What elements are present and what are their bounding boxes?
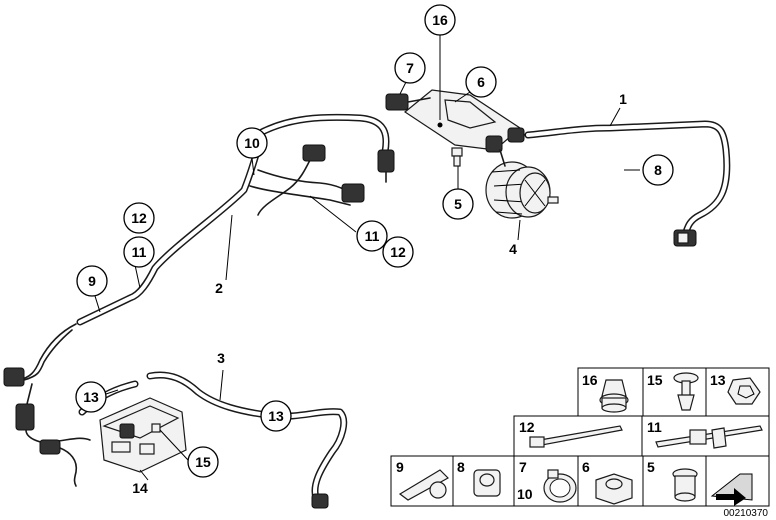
- callout-13-right: 13: [260, 400, 292, 432]
- table-label-5: 5: [647, 459, 655, 475]
- table-label-9: 9: [396, 459, 404, 475]
- callout-6: 6: [465, 66, 497, 98]
- part-labels: 1 2 3 4 14: [132, 91, 627, 496]
- callout-16: 16: [424, 4, 456, 36]
- part-clamp-7-10: [543, 469, 577, 503]
- left-harness: [3, 323, 91, 487]
- callout-8: 8: [642, 154, 674, 186]
- part-grommet-5: [672, 468, 698, 502]
- svg-text:10: 10: [244, 135, 260, 151]
- parts-table: 16 15 13 12 11 9 8 7 10 6 5: [390, 367, 770, 507]
- callout-7: 7: [394, 52, 426, 84]
- label-14: 14: [132, 480, 148, 496]
- svg-text:11: 11: [365, 228, 380, 244]
- part-rivet-15: [673, 372, 699, 411]
- part-clip-9: [398, 469, 449, 501]
- part-cable-tie-12: [529, 425, 623, 448]
- part-holder-8: [473, 469, 501, 497]
- callouts: 16 7 6 10 8 5 12 11 12 11 9 13 13 15: [75, 4, 674, 478]
- svg-text:5: 5: [454, 196, 462, 212]
- part-holder-6: [595, 473, 633, 505]
- table-label-10: 10: [517, 486, 533, 502]
- svg-text:12: 12: [390, 244, 406, 260]
- leader-lines: [94, 35, 640, 481]
- table-label-6: 6: [582, 459, 590, 475]
- filter-4: [485, 149, 559, 219]
- svg-text:13: 13: [83, 389, 99, 405]
- svg-text:7: 7: [406, 60, 414, 76]
- arrow-symbol-icon: [710, 473, 753, 506]
- table-label-13: 13: [710, 372, 726, 388]
- label-1: 1: [619, 91, 627, 107]
- part-nut-16: [599, 379, 629, 413]
- part-cable-tie-11: [655, 425, 763, 449]
- reference-number: 00210370: [724, 508, 769, 519]
- part-clip-13: [727, 377, 761, 405]
- callout-9: 9: [76, 265, 108, 297]
- table-label-12: 12: [519, 419, 535, 435]
- label-2: 2: [215, 280, 223, 296]
- callout-13-left: 13: [75, 381, 107, 413]
- svg-text:12: 12: [131, 210, 147, 226]
- table-label-15: 15: [647, 372, 663, 388]
- svg-text:11: 11: [132, 244, 147, 260]
- control-unit-14: [99, 397, 187, 473]
- label-3: 3: [217, 350, 225, 366]
- callout-12-right: 12: [382, 236, 414, 268]
- table-label-11: 11: [647, 419, 662, 435]
- svg-text:15: 15: [195, 454, 211, 470]
- callout-11-right: 11: [356, 220, 388, 252]
- callout-10: 10: [236, 127, 268, 159]
- table-label-8: 8: [457, 459, 465, 475]
- table-label-7: 7: [519, 459, 527, 475]
- callout-15: 15: [187, 446, 219, 478]
- svg-text:6: 6: [477, 74, 485, 90]
- svg-text:16: 16: [432, 12, 448, 28]
- hose-1: [524, 120, 731, 247]
- callout-12-left: 12: [123, 202, 155, 234]
- svg-text:8: 8: [654, 162, 662, 178]
- table-label-16: 16: [582, 372, 598, 388]
- svg-text:9: 9: [88, 273, 96, 289]
- svg-text:13: 13: [268, 408, 284, 424]
- callout-11-left: 11: [123, 236, 155, 268]
- callout-5: 5: [442, 188, 474, 220]
- label-4: 4: [509, 241, 517, 257]
- canister-bracket: [385, 89, 525, 167]
